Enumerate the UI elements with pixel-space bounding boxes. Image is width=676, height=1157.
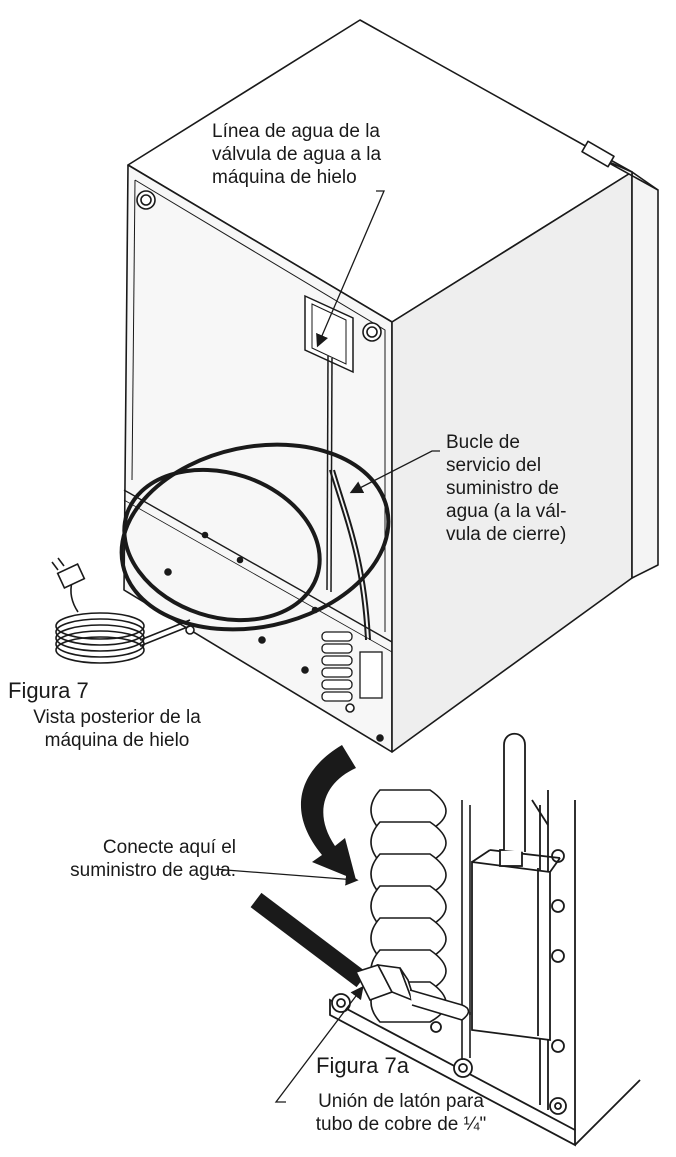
machine-cabinet [123, 19, 659, 753]
cabinet-door-edge [599, 157, 659, 579]
power-cord [51, 557, 191, 664]
zoom-arrow [300, 745, 356, 880]
leader-service-loop [349, 450, 440, 494]
power-plug [56, 563, 86, 589]
condenser-coil-small [321, 631, 383, 702]
figure-7a-title: Figura 7a [316, 1053, 409, 1078]
leader-connect-here [215, 868, 359, 886]
loop-ring-large [119, 442, 391, 632]
leader-water-line [316, 190, 385, 348]
label-water-line: Línea de agua de la válvula de agua a la… [212, 121, 382, 188]
label-service-loop: Bucle de servicio del suministro de agua… [446, 432, 567, 545]
figure-7-caption: Vista posterior de la máquina de hielo [33, 707, 201, 751]
label-connect-here: Conecte aquí el suministro de agua. [70, 837, 236, 881]
service-loop [119, 442, 391, 641]
leader-lines [215, 190, 440, 1103]
condenser-coil-detail [370, 789, 471, 1023]
figure-7-title: Figura 7 [8, 678, 89, 703]
door-hinge [581, 140, 615, 168]
label-brass-union: Unión de latón para tubo de cobre de ¼" [315, 1091, 487, 1135]
brass-union-fitting [250, 892, 471, 1060]
valve-box-detail [471, 732, 561, 1042]
leader-brass-union [274, 985, 364, 1103]
loop-ring-small [122, 467, 322, 623]
